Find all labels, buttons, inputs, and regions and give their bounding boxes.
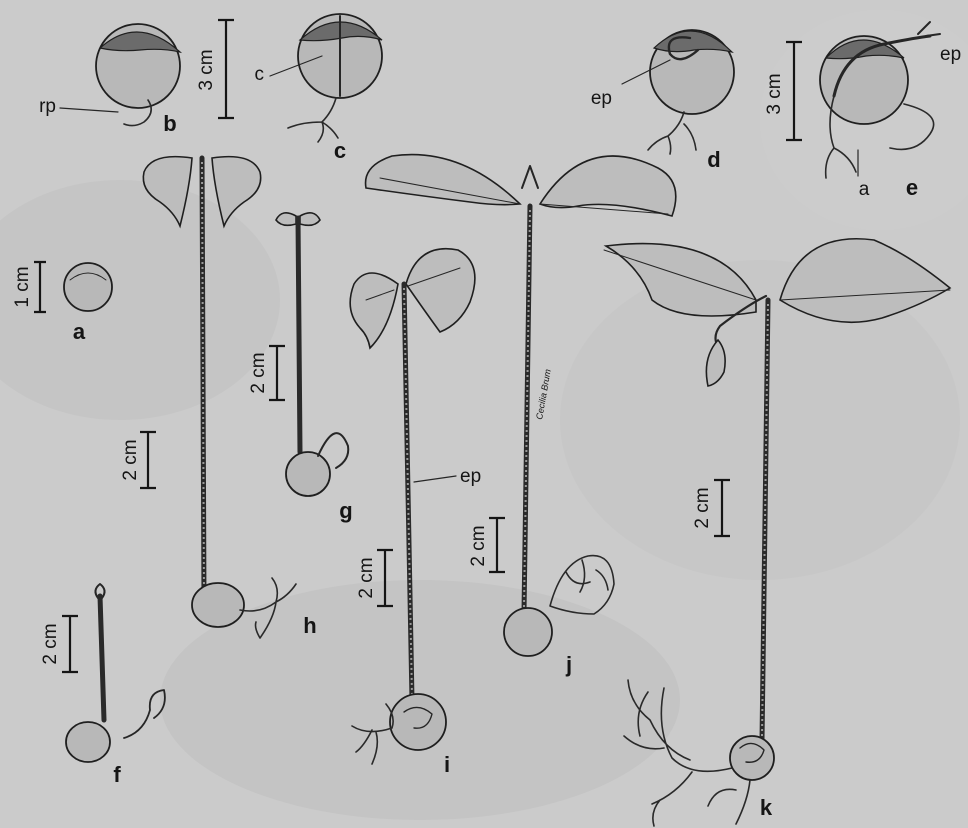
svg-text:2 cm: 2 cm	[692, 487, 713, 528]
svg-text:3 cm: 3 cm	[764, 73, 785, 114]
panel-label-a: a	[73, 319, 86, 344]
pointer-label-ep-e: ep	[940, 44, 961, 65]
panel-label-d: d	[707, 147, 720, 172]
svg-text:3 cm: 3 cm	[196, 49, 217, 90]
panel-label-h: h	[303, 613, 316, 638]
pointer-label-rp: rp	[39, 96, 56, 117]
svg-text:2 cm: 2 cm	[120, 439, 141, 480]
svg-text:1 cm: 1 cm	[12, 266, 33, 307]
pointer-label-ep-i: ep	[460, 466, 481, 487]
svg-text:2 cm: 2 cm	[468, 525, 489, 566]
panel-label-f: f	[113, 762, 121, 787]
panel-label-e: e	[906, 175, 918, 200]
panel-label-c: c	[334, 138, 346, 163]
panel-label-i: i	[444, 752, 450, 777]
scale-bar-1cm: 1 cm	[12, 262, 46, 312]
svg-text:2 cm: 2 cm	[248, 352, 269, 393]
specimen-a-seed	[64, 263, 112, 311]
panel-label-j: j	[565, 652, 572, 677]
panel-label-k: k	[760, 795, 773, 820]
svg-text:2 cm: 2 cm	[356, 557, 377, 598]
pointer-label-c: c	[255, 64, 265, 85]
panel-label-b: b	[163, 111, 176, 136]
panel-label-g: g	[339, 498, 352, 523]
pointer-label-a-e: a	[859, 179, 870, 200]
svg-text:2 cm: 2 cm	[40, 623, 61, 664]
pointer-label-ep-d: ep	[591, 88, 612, 109]
